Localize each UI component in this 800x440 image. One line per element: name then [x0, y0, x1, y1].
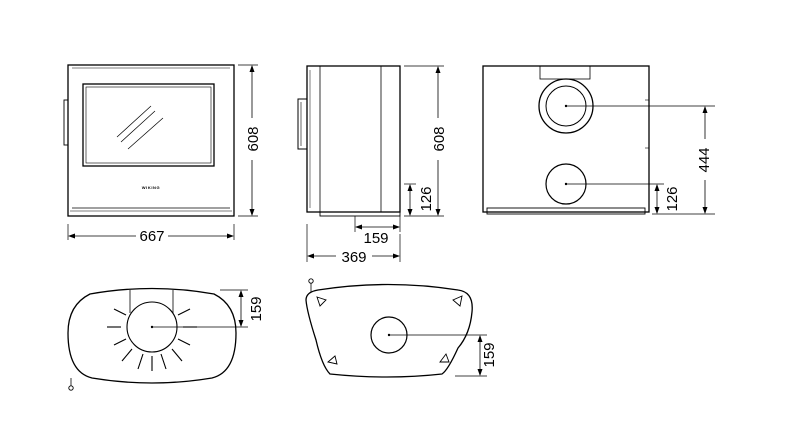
rear-outlet-height-dimension: 444 — [696, 106, 713, 214]
base-foot-bottom-left — [327, 355, 338, 365]
rear-inlet-height-dimension: 126 — [654, 184, 681, 214]
rear-view: 444 126 — [482, 65, 715, 215]
base-foot-bottom-right — [439, 353, 450, 363]
side-depth-dimension: 369 — [306, 224, 401, 266]
top-flue-offset-dimension: 159 — [238, 290, 265, 327]
side-depth-label: 369 — [341, 249, 366, 266]
door-handle — [63, 99, 69, 146]
side-view: 608 126 159 369 — [297, 65, 448, 266]
top-outline — [67, 287, 237, 384]
top-air-slots — [107, 308, 197, 371]
front-body — [67, 64, 235, 217]
base-view: 159 — [305, 278, 498, 378]
base-foot-top-left — [316, 296, 327, 307]
side-inlet-dimension: 126 — [404, 183, 435, 216]
side-height-dimension: 608 — [404, 65, 448, 217]
side-body — [306, 65, 401, 213]
flue-collar — [539, 65, 591, 80]
base-foot-top-right — [452, 295, 463, 307]
glass-window-outer — [82, 83, 215, 167]
rear-inlet-height-label: 126 — [664, 186, 681, 211]
front-view: WIKING 667 608 — [63, 64, 262, 245]
side-flue-offset-label: 159 — [363, 230, 388, 247]
front-height-label: 608 — [245, 126, 262, 151]
glass-window-inner — [85, 86, 212, 164]
front-width-dimension: 667 — [67, 224, 235, 245]
side-flue-offset-dimension: 159 — [354, 216, 401, 247]
top-view: 159 — [67, 287, 265, 391]
side-handle — [297, 98, 308, 150]
base-outline — [305, 283, 473, 378]
front-height-dimension: 608 — [238, 64, 262, 217]
base-inlet-offset-label: 159 — [481, 342, 498, 367]
side-inlet-label: 126 — [418, 186, 435, 211]
base-inlet-offset-dimension: 159 — [477, 335, 498, 376]
side-height-label: 608 — [431, 126, 448, 151]
rear-body — [482, 65, 650, 213]
brand-label: WIKING — [142, 185, 161, 190]
rear-outlet-height-label: 444 — [696, 147, 713, 172]
top-flue-offset-label: 159 — [248, 296, 265, 321]
front-width-label: 667 — [139, 228, 164, 245]
glass-reflection — [116, 105, 152, 138]
